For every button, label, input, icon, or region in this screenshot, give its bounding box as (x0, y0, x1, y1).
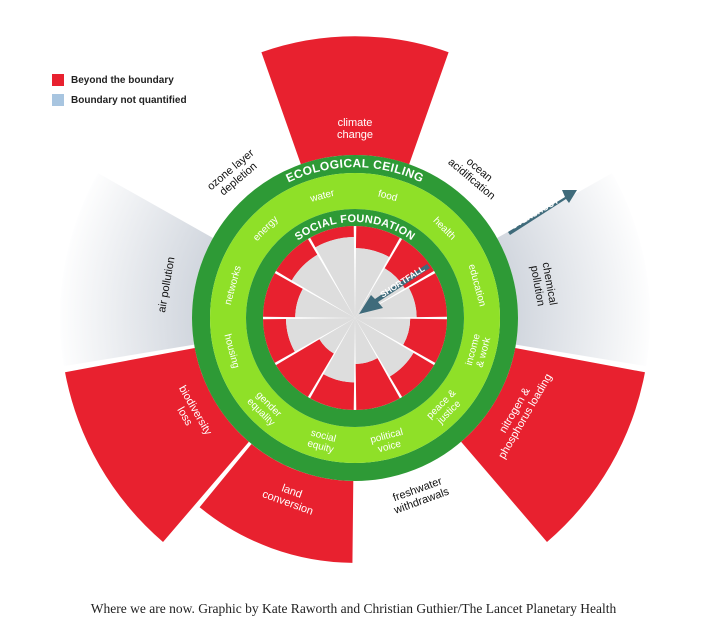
shortfall-wedge-energy (275, 238, 318, 281)
safe-space-band (210, 173, 500, 463)
shortfall-wedge-housing (263, 318, 295, 363)
achieved-wedge-social-equity (323, 318, 355, 383)
legend-label-not-quantified: Boundary not quantified (71, 94, 187, 106)
shortfall-wedges (263, 226, 447, 410)
legend-swatch-not-quantified (52, 94, 64, 106)
shortfall-wedge-political-voice (355, 358, 400, 410)
shortfall-wedge-education (408, 273, 447, 318)
social-foundation-ring (246, 209, 464, 427)
achieved-wedge-income-and-work (355, 318, 411, 345)
achieved-wedge-water (315, 237, 355, 318)
ecological-ceiling-ring (192, 155, 518, 481)
shortfall-wedge-food (355, 226, 400, 257)
overshoot-wedges (60, 36, 650, 563)
overshoot-wedge-land-conversion (199, 443, 354, 563)
social-label-food: food (377, 188, 399, 204)
shortfall-wedge-networks (263, 273, 303, 318)
legend-label-beyond: Beyond the boundary (71, 74, 174, 86)
ecological-label-freshwater-withdrawals: freshwaterwithdrawals (388, 474, 452, 517)
figure-caption: Where we are now. Graphic by Kate Rawort… (90, 601, 617, 616)
shortfall-wedge-income-and-work (403, 318, 447, 363)
achieved-wedge-political-voice (355, 318, 378, 364)
achieved-wedge-food (355, 248, 390, 318)
achieved-wedge-gender-equality (319, 318, 355, 354)
shortfall-wedge-social-equity (310, 374, 355, 410)
legend-item-not-quantified: Boundary not quantified (52, 90, 187, 110)
overshoot-wedge-biodiversity-loss (65, 347, 249, 542)
achieved-wedge-peace-and-justice (355, 318, 414, 377)
shortfall-wedge-gender-equality (275, 339, 334, 398)
achieved-wedge-energy (291, 254, 355, 318)
achieved-wedge-networks (295, 288, 355, 318)
shortfall-wedge-water (310, 226, 354, 248)
legend-swatch-beyond (52, 74, 64, 86)
legend-item-beyond: Beyond the boundary (52, 70, 187, 90)
overshoot-wedge-air-pollution (60, 173, 213, 367)
overshoot-wedge-climate-change (261, 36, 449, 165)
achieved-wedge-housing (286, 318, 355, 352)
shortfall-wedge-health (384, 238, 435, 289)
shortfall-wedge-peace-and-justice (389, 352, 435, 398)
overshoot-wedge-chemical-pollution (497, 173, 650, 367)
doughnut-diagram: ECOLOGICAL CEILING SOCIAL FOUNDATION cli… (60, 36, 650, 563)
legend: Beyond the boundary Boundary not quantif… (52, 70, 187, 110)
overshoot-wedge-nitrogen-and-phosphorus-loading (461, 347, 645, 542)
